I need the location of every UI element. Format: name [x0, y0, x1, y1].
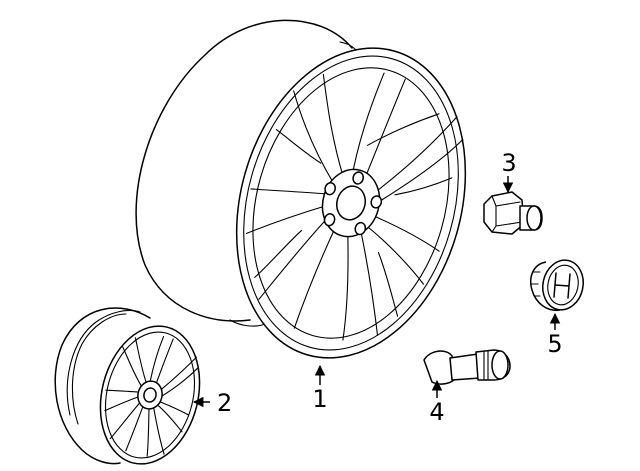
- callout-1-label: 1: [312, 385, 327, 413]
- callout-5-label: 5: [547, 330, 562, 358]
- callout-2-label: 2: [217, 389, 232, 417]
- rim-inner-edge: [243, 55, 459, 351]
- wheel-thumbnail: 2: [54, 307, 232, 465]
- center-cap-emblem: [553, 272, 571, 299]
- wheel-spokes: [246, 72, 464, 341]
- callout-4-label: 4: [429, 398, 444, 426]
- thumb-back-line: [66, 309, 141, 416]
- thumb-back-line-2: [71, 313, 127, 425]
- wheel-face: [235, 47, 467, 359]
- center-cap: 5: [530, 259, 584, 358]
- callout-3-label: 3: [501, 149, 516, 177]
- thumb-face: [99, 325, 201, 465]
- thumb-back-barrel: [54, 307, 151, 465]
- rim-barrel-edge: [252, 67, 450, 339]
- lug-nut-hex: [483, 191, 525, 235]
- wheel-back-barrel: [135, 19, 353, 322]
- lug-nut: 3: [483, 149, 543, 235]
- valve-stem: 4: [423, 349, 511, 426]
- wheel-back-lower-lip: [229, 319, 266, 327]
- valve-stem-body: [449, 353, 481, 381]
- wheel-rim: 1: [135, 19, 467, 413]
- lug-holes: [323, 171, 383, 236]
- wheel-center-bore: [335, 185, 367, 221]
